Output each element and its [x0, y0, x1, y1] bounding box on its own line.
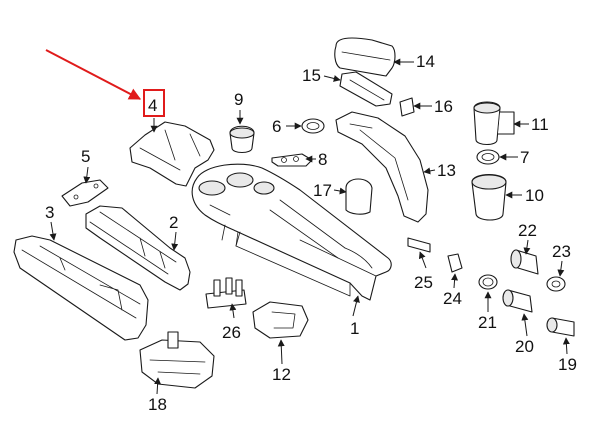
part-22-outlet-housing: [510, 249, 539, 275]
callout-1: 1: [350, 319, 359, 338]
callout-25: 25: [414, 273, 433, 292]
callout-24: 24: [443, 289, 462, 308]
callout-16: 16: [434, 97, 453, 116]
callout-10: 10: [525, 186, 544, 205]
part-1-console-body: [191, 163, 392, 301]
callout-23: 23: [552, 242, 571, 261]
callout-17: 17: [313, 181, 332, 200]
part-14-lid: [334, 37, 396, 77]
part-26-connector-pins: [205, 277, 247, 309]
part-2-side-bracket: [85, 205, 191, 291]
callout-15: 15: [302, 66, 321, 85]
highlight-box: [143, 89, 165, 117]
part-25-bulb: [407, 237, 431, 253]
callout-9: 9: [234, 90, 243, 109]
part-4-front-bezel: [129, 121, 215, 187]
callout-8: 8: [318, 150, 327, 169]
leader-lines: [49, 58, 570, 395]
callout-22: 22: [518, 221, 537, 240]
callout-12: 12: [272, 365, 291, 384]
callout-6: 6: [272, 117, 281, 136]
callout-19: 19: [558, 355, 577, 374]
callout-26: 26: [222, 323, 241, 342]
part-9-cup-insert: [229, 125, 255, 154]
part-16-small-clip: [399, 97, 415, 117]
callout-5: 5: [81, 147, 90, 166]
callout-13: 13: [437, 161, 456, 180]
callout-14: 14: [416, 52, 435, 71]
part-19-socket: [546, 317, 575, 337]
callout-7: 7: [520, 148, 529, 167]
part-24-small-plug: [447, 253, 463, 273]
red-pointer-arrow: [45, 49, 142, 100]
callout-3: 3: [45, 203, 54, 222]
callout-2: 2: [169, 213, 178, 232]
callout-21: 21: [478, 313, 497, 332]
part-5-clip-bracket: [61, 179, 109, 207]
part-23-cap: [546, 276, 566, 292]
part-17-trim-piece: [345, 178, 373, 215]
callout-labels: 1 2 3 4 5 6 7 8 9 10 11 12 13 14 15 16 1…: [45, 52, 577, 414]
part-3-base-tray: [13, 235, 149, 341]
part-7-ring: [476, 149, 500, 165]
part-15-hinge-bar: [339, 71, 393, 107]
part-21-plug: [478, 274, 498, 290]
callout-11: 11: [531, 115, 549, 134]
part-20-outlet: [502, 289, 533, 313]
part-6-ring: [301, 118, 325, 134]
callout-20: 20: [515, 337, 534, 356]
part-13-armrest-bracket: [335, 111, 429, 223]
part-18-shifter-base: [139, 331, 215, 389]
highlight-annotation: [45, 49, 165, 117]
part-12-mat: [252, 301, 309, 339]
part-10-cup-sleeve: [471, 173, 507, 221]
callout-4: 4: [148, 96, 157, 115]
part-11-cup-holder: [473, 101, 515, 146]
part-8-bracket-plate: [271, 153, 313, 167]
callout-18: 18: [148, 395, 167, 414]
